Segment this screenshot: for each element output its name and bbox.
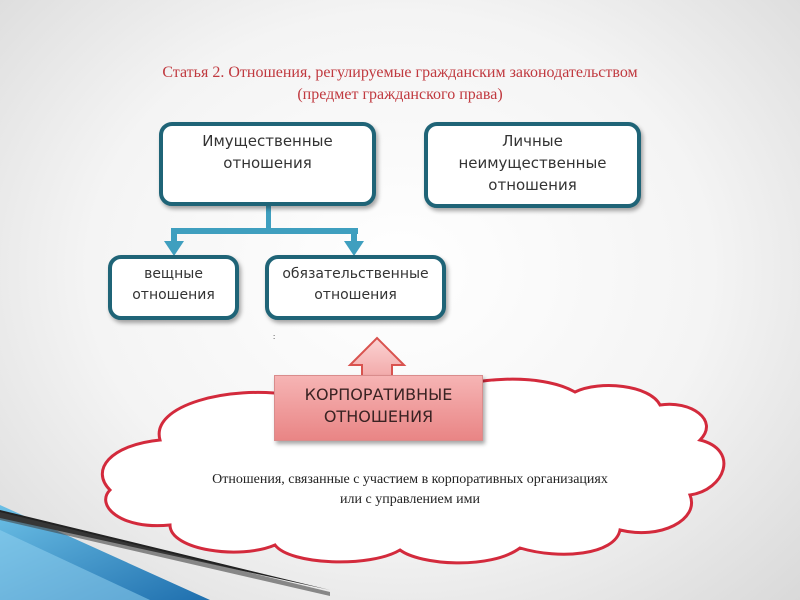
node-obligation-relations: обязательственные отношения: [265, 255, 446, 320]
node-corporate-line1: КОРПОРАТИВНЫЕ: [304, 385, 453, 404]
node-property-relations: Имущественные отношения: [159, 122, 376, 206]
node-personal-line2: неимущественные: [458, 154, 607, 172]
arrow-down-left-icon: [164, 241, 184, 256]
cloud-caption-line2: или с управлением ими: [340, 492, 480, 507]
connector-right-drop: [351, 228, 357, 243]
corner-stripes: [0, 505, 330, 600]
slide-title-line1: Статья 2. Отношения, регулируемые гражда…: [162, 64, 638, 81]
slide-title: Статья 2. Отношения, регулируемые гражда…: [100, 62, 700, 106]
arrow-up-icon: [347, 336, 407, 378]
stray-mark: :: [273, 332, 276, 341]
node-corporate-line2: ОТНОШЕНИЯ: [323, 407, 434, 426]
node-property-line1: Имущественные: [202, 132, 333, 150]
node-obligation-line2: отношения: [314, 287, 397, 303]
node-personal-non-property-relations: Личные неимущественные отношения: [424, 122, 641, 208]
connector-lines: [164, 206, 364, 256]
node-real-line2: отношения: [132, 287, 215, 303]
connector-bar: [171, 228, 358, 234]
corner-stripe-dark: [0, 510, 330, 590]
corner-stripe-light: [0, 530, 150, 600]
node-personal-line1: Личные: [502, 132, 563, 150]
node-real-line1: вещные: [144, 266, 203, 282]
corner-stripe-shadow: [0, 512, 330, 596]
node-property-line2: отношения: [223, 154, 312, 172]
connector-stem: [266, 206, 271, 231]
node-personal-line3: отношения: [488, 176, 577, 194]
node-real-relations: вещные отношения: [108, 255, 239, 320]
cloud-caption: Отношения, связанные с участием в корпор…: [150, 470, 670, 510]
cloud-caption-line1: Отношения, связанные с участием в корпор…: [212, 472, 608, 487]
node-obligation-line1: обязательственные: [282, 266, 429, 282]
arrow-down-right-icon: [344, 241, 364, 256]
node-corporate-relations: КОРПОРАТИВНЫЕ ОТНОШЕНИЯ: [274, 375, 483, 441]
slide-title-line2: (предмет гражданского права): [297, 86, 503, 103]
connector-left-drop: [171, 228, 177, 243]
